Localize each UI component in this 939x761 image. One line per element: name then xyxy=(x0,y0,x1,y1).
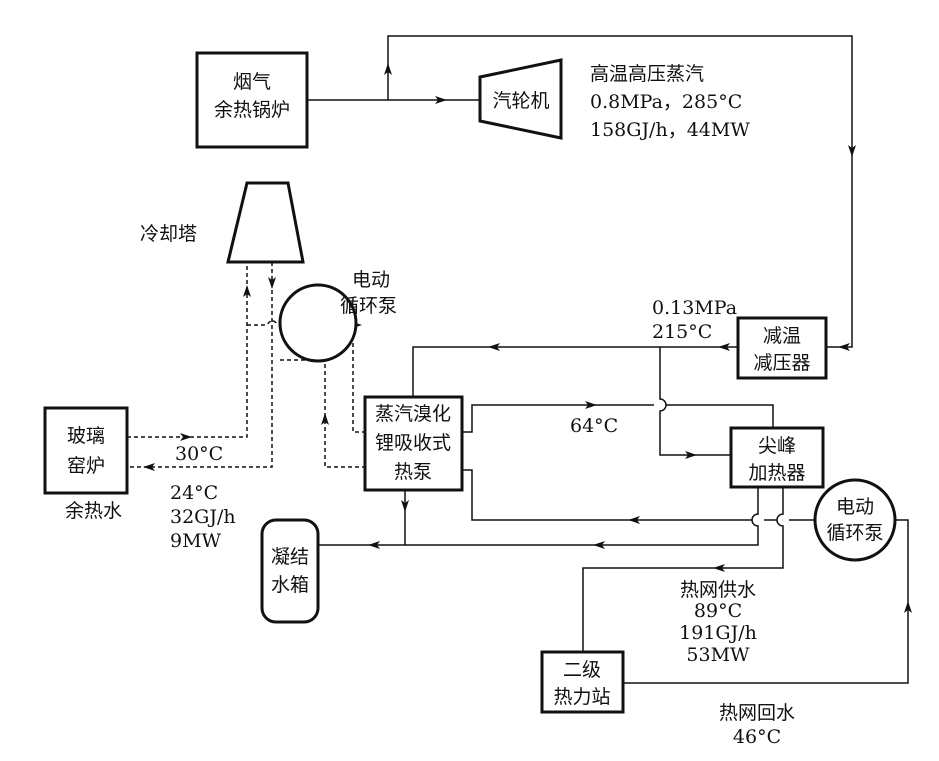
svg-text:32GJ/h: 32GJ/h xyxy=(170,506,236,528)
svg-text:玻璃: 玻璃 xyxy=(67,425,105,447)
steam-pipes xyxy=(307,35,912,684)
svg-text:89°C: 89°C xyxy=(694,600,742,622)
svg-text:烟气: 烟气 xyxy=(233,71,271,93)
supply-water-labels: 热网供水 89°C 191GJ/h 53MW xyxy=(679,579,757,666)
svg-text:汽轮机: 汽轮机 xyxy=(492,90,549,112)
svg-text:加热器: 加热器 xyxy=(748,462,805,484)
svg-text:减温: 减温 xyxy=(763,325,801,347)
svg-text:9MW: 9MW xyxy=(170,530,222,552)
steam-turbine: 汽轮机 xyxy=(478,58,563,140)
svg-text:高温高压蒸汽: 高温高压蒸汽 xyxy=(590,63,704,85)
steam-labels: 高温高压蒸汽 0.8MPa，285°C 158GJ/h，44MW xyxy=(590,63,750,141)
svg-text:电动: 电动 xyxy=(352,269,390,291)
svg-text:冷却塔: 冷却塔 xyxy=(140,223,197,245)
circulation-pump-1: 电动 循环泵 xyxy=(278,269,397,363)
svg-text:53MW: 53MW xyxy=(686,644,750,666)
svg-text:水箱: 水箱 xyxy=(271,574,309,596)
svg-text:0.8MPa，285°C: 0.8MPa，285°C xyxy=(590,91,742,113)
svg-text:热网回水: 热网回水 xyxy=(719,702,795,724)
absorption-heat-pump: 蒸汽溴化 锂吸收式 热泵 xyxy=(363,395,464,492)
svg-text:30°C: 30°C xyxy=(175,443,223,465)
return-water-labels: 热网回水 46°C xyxy=(719,702,795,748)
secondary-substation: 二级 热力站 xyxy=(540,650,625,714)
svg-text:循环泵: 循环泵 xyxy=(826,522,883,544)
svg-text:锂吸收式: 锂吸收式 xyxy=(375,432,451,454)
svg-text:158GJ/h，44MW: 158GJ/h，44MW xyxy=(590,119,750,141)
svg-text:热力站: 热力站 xyxy=(553,686,610,708)
svg-text:蒸汽溴化: 蒸汽溴化 xyxy=(375,403,451,425)
svg-text:减压器: 减压器 xyxy=(753,352,810,374)
svg-text:二级: 二级 xyxy=(563,659,601,681)
svg-text:热网供水: 热网供水 xyxy=(680,579,756,601)
svg-text:凝结: 凝结 xyxy=(271,546,309,568)
circulation-pump-2: 电动 循环泵 xyxy=(813,478,897,562)
svg-text:循环泵: 循环泵 xyxy=(340,295,397,317)
glass-furnace: 玻璃 窑炉 余热水 xyxy=(43,406,129,522)
svg-text:余热水: 余热水 xyxy=(65,500,122,522)
svg-text:电动: 电动 xyxy=(836,496,874,518)
cooling-tower: 冷却塔 xyxy=(140,181,305,264)
svg-text:热泵: 热泵 xyxy=(394,461,432,483)
desuperheater-reducer: 减温 减压器 0.13MPa 215°C xyxy=(652,297,828,380)
svg-text:191GJ/h: 191GJ/h xyxy=(679,622,757,644)
svg-text:0.13MPa: 0.13MPa xyxy=(652,297,737,319)
svg-text:46°C: 46°C xyxy=(733,726,781,748)
svg-text:尖峰: 尖峰 xyxy=(758,435,796,457)
waste-heat-boiler: 烟气 余热锅炉 xyxy=(195,51,309,149)
svg-text:余热锅炉: 余热锅炉 xyxy=(214,99,290,121)
svg-text:24°C: 24°C xyxy=(170,482,218,504)
condensate-tank: 凝结 水箱 xyxy=(260,518,320,624)
peak-heater: 尖峰 加热器 xyxy=(729,426,825,489)
label-64c: 64°C xyxy=(570,415,618,437)
svg-text:窑炉: 窑炉 xyxy=(67,455,105,477)
svg-text:215°C: 215°C xyxy=(652,321,712,343)
waste-water-labels: 30°C 24°C 32GJ/h 9MW xyxy=(170,443,236,552)
